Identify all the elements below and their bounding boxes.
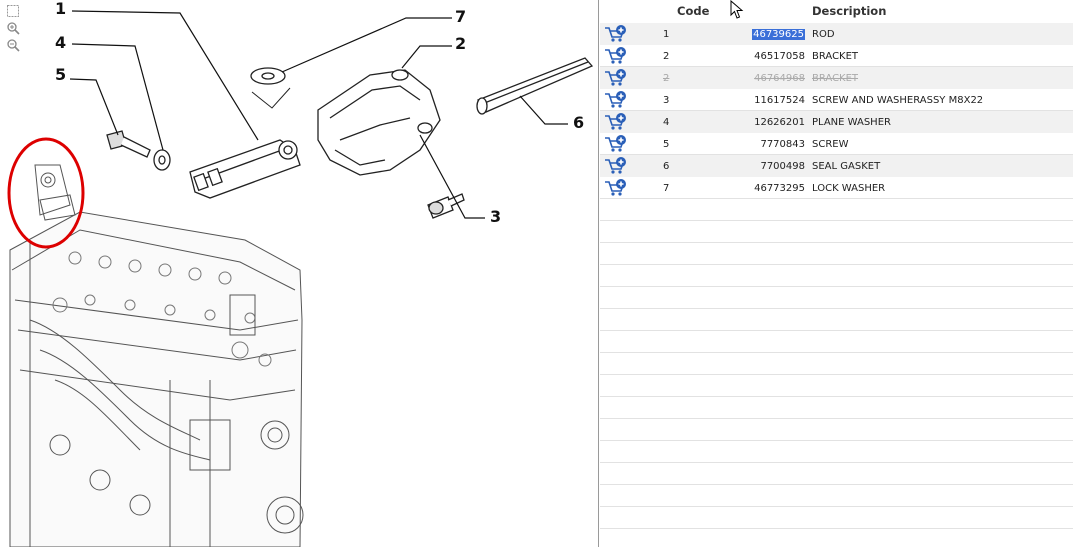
part-seal-gasket-drawing[interactable] [476, 57, 594, 115]
code-value[interactable]: 46517058 [754, 51, 805, 62]
zoom-in-icon[interactable] [6, 21, 20, 35]
code-value[interactable]: 11617524 [754, 95, 805, 106]
position-cell: 7 [663, 183, 670, 194]
callout-2: 2 [455, 34, 466, 53]
code-cell[interactable]: 11617524 [754, 95, 805, 106]
description-cell: PLANE WASHER [812, 117, 891, 128]
callout-leader-lines [69, 10, 568, 219]
description-cell: LOCK WASHER [812, 183, 886, 194]
engine-block-drawing [9, 164, 304, 547]
part-screw-drawing[interactable] [106, 130, 151, 158]
column-header-description[interactable]: Description [812, 4, 887, 18]
code-cell[interactable]: 12626201 [754, 117, 805, 128]
description-cell: ROD [812, 29, 835, 40]
table-row[interactable]: 3 11617524 SCREW AND WASHERASSY M8X22 [600, 89, 1073, 111]
description-cell: SCREW [812, 139, 849, 150]
code-value[interactable]: 46764968 [754, 73, 805, 84]
part-screw-washer-drawing[interactable] [427, 193, 465, 219]
description-cell: SEAL GASKET [812, 161, 881, 172]
table-row[interactable]: 4 12626201 PLANE WASHER [600, 111, 1073, 133]
position-cell: 2 [663, 51, 670, 62]
table-row[interactable]: 1 46739625 ROD [600, 23, 1073, 45]
position-cell: 1 [663, 29, 670, 40]
fit-to-window-icon[interactable] [6, 4, 20, 18]
position-cell: 3 [663, 95, 670, 106]
add-to-cart-icon[interactable] [604, 113, 628, 131]
callout-3: 3 [490, 207, 501, 226]
position-cell: 5 [663, 139, 670, 150]
part-lock-washer-drawing[interactable] [250, 67, 286, 85]
column-header-code[interactable]: Code [677, 4, 710, 18]
table-row[interactable]: 6 7700498 SEAL GASKET [600, 155, 1073, 177]
add-to-cart-icon[interactable] [604, 179, 628, 197]
add-to-cart-icon[interactable] [604, 25, 628, 43]
code-value[interactable]: 46739625 [752, 29, 805, 40]
diagram-toolbar [6, 4, 22, 55]
add-to-cart-icon[interactable] [604, 69, 628, 87]
code-value[interactable]: 12626201 [754, 117, 805, 128]
add-to-cart-icon[interactable] [604, 47, 628, 65]
code-cell[interactable]: 46517058 [754, 51, 805, 62]
callout-7: 7 [455, 7, 466, 26]
panel-divider[interactable] [598, 0, 599, 547]
code-value[interactable]: 7770843 [760, 139, 805, 150]
description-cell: BRACKET [812, 51, 859, 62]
code-cell[interactable]: 7700498 [760, 161, 805, 172]
callout-6: 6 [573, 113, 584, 132]
add-to-cart-icon[interactable] [604, 135, 628, 153]
part-plane-washer-drawing[interactable] [153, 149, 171, 171]
add-to-cart-icon[interactable] [604, 157, 628, 175]
callout-5: 5 [55, 65, 66, 84]
add-to-cart-icon[interactable] [604, 91, 628, 109]
diagram-canvas: 1 4 5 7 2 6 3 [7, 0, 594, 547]
code-cell[interactable]: 7770843 [760, 139, 805, 150]
position-cell: 2 [663, 73, 670, 84]
exploded-parts-diagram: 1 4 5 7 2 6 3 [6, 0, 594, 547]
zoom-out-icon[interactable] [6, 38, 20, 52]
mouse-cursor-icon [730, 0, 744, 19]
position-cell: 4 [663, 117, 670, 128]
code-cell[interactable]: 46764968 [754, 73, 805, 84]
code-cell[interactable]: 46739625 [752, 29, 805, 40]
code-cell[interactable]: 46773295 [754, 183, 805, 194]
table-row[interactable]: 7 46773295 LOCK WASHER [600, 177, 1073, 199]
description-cell: SCREW AND WASHERASSY M8X22 [812, 95, 984, 106]
highlight-circle [7, 137, 85, 249]
table-row[interactable]: 2 46517058 BRACKET [600, 45, 1073, 67]
code-value[interactable]: 7700498 [760, 161, 805, 172]
part-bracket-drawing[interactable] [317, 69, 441, 176]
table-header: Code Description [600, 0, 1073, 23]
description-cell: BRACKET [812, 73, 859, 84]
table-row[interactable]: 2 46764968 BRACKET [600, 67, 1073, 89]
part-rod-drawing[interactable] [189, 139, 301, 199]
code-value[interactable]: 46773295 [754, 183, 805, 194]
callout-4: 4 [55, 33, 66, 52]
position-cell: 6 [663, 161, 670, 172]
table-row[interactable]: 5 7770843 SCREW [600, 133, 1073, 155]
callout-1: 1 [55, 0, 66, 18]
